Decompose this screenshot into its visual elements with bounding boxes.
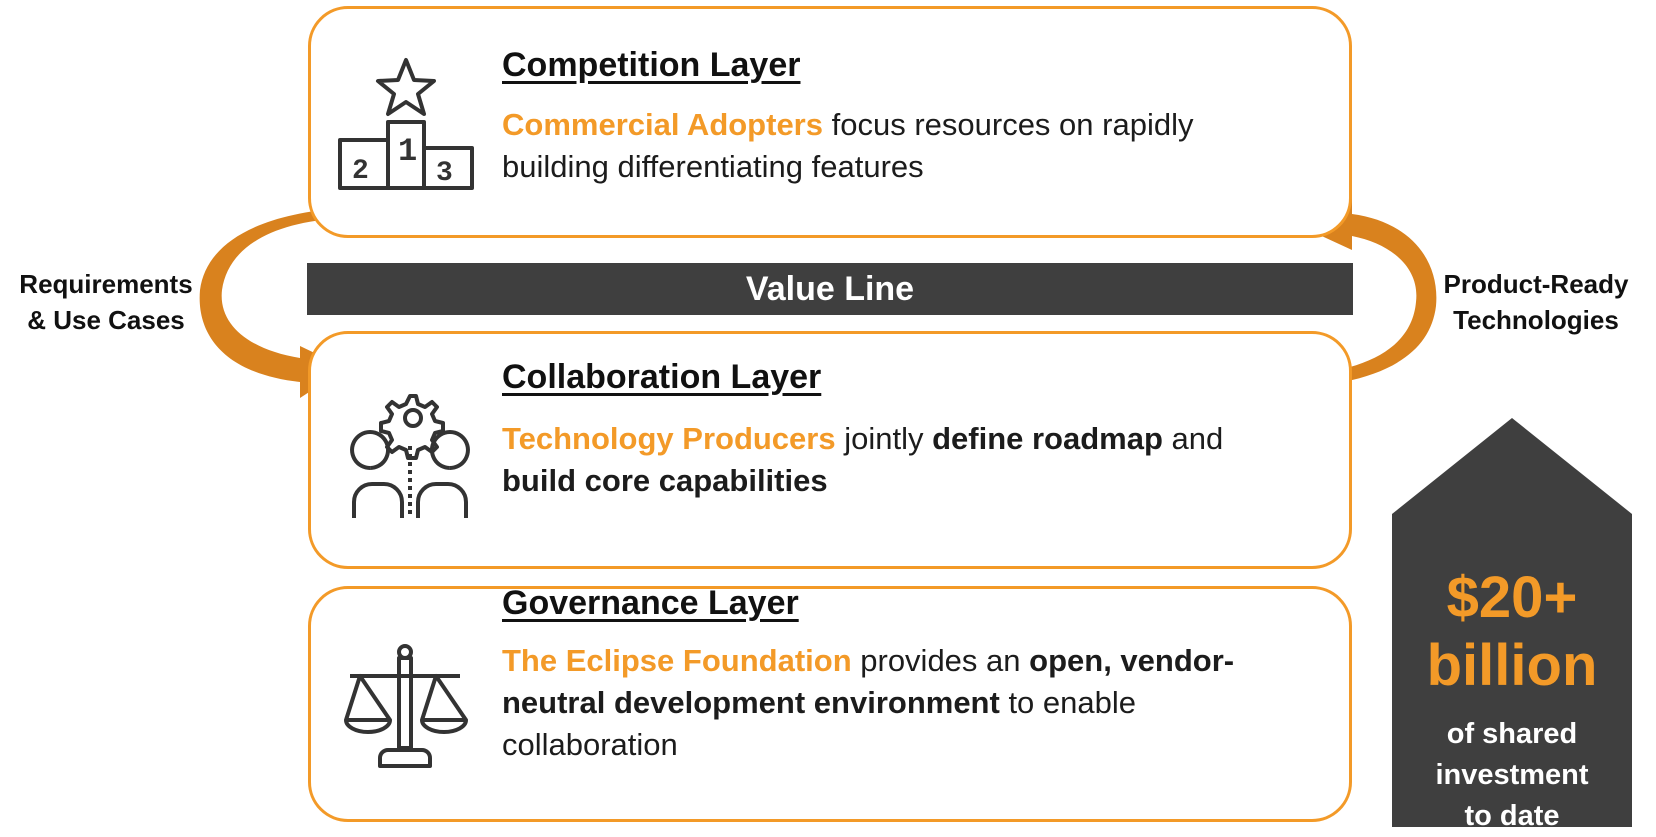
left-label-line2: & Use Cases [27, 305, 185, 335]
left-curved-arrow-icon [199, 208, 346, 398]
investment-subtitle: of shared investment to date [1392, 714, 1632, 837]
gov-text-1: provides an [851, 643, 1030, 678]
investment-callout: $20+ billion of shared investment to dat… [1392, 418, 1632, 832]
svg-text:2: 2 [352, 156, 369, 187]
right-label-line1: Product-Ready [1443, 269, 1629, 299]
commercial-adopters-label: Commercial Adopters [502, 107, 823, 142]
define-roadmap-text: define roadmap [932, 421, 1163, 456]
right-curved-arrow-icon [1290, 198, 1437, 388]
investment-amount: $20+ billion [1392, 564, 1632, 700]
sub-line1: of shared [1446, 718, 1578, 750]
value-line-bar: Value Line [307, 263, 1353, 315]
right-label-line2: Technologies [1453, 305, 1619, 335]
podium-icon: 1 2 3 [336, 56, 476, 196]
governance-layer-box [308, 586, 1352, 822]
left-label-line1: Requirements [19, 269, 193, 299]
competition-layer-title: Competition Layer [502, 46, 801, 84]
gov-text-2: to enable collaboration [502, 685, 1136, 762]
sub-line2: investment [1435, 759, 1589, 791]
requirements-use-cases-label: Requirements & Use Cases [6, 266, 206, 338]
people-gear-icon [350, 390, 470, 520]
build-core-capabilities-text: build core capabilities [502, 463, 828, 498]
up-arrow-shape [1392, 418, 1632, 827]
collaboration-layer-description: Technology Producers jointly define road… [502, 418, 1292, 502]
governance-layer-title: Governance Layer [502, 584, 799, 622]
svg-text:3: 3 [436, 158, 453, 189]
collab-text-2: and [1162, 421, 1224, 456]
sub-line3: to date [1464, 800, 1560, 832]
competition-layer-box [308, 6, 1352, 238]
competition-layer-description: Commercial Adopters focus resources on r… [502, 104, 1292, 188]
amount-line1: $20+ [1446, 565, 1578, 630]
collaboration-layer-title: Collaboration Layer [502, 358, 822, 396]
competition-text: focus resources on rapidly building diff… [502, 107, 1194, 184]
technology-producers-label: Technology Producers [502, 421, 836, 456]
open-vendor-neutral-text: open, vendor-neutral development environ… [502, 643, 1235, 720]
amount-line2: billion [1426, 633, 1598, 698]
governance-layer-description: The Eclipse Foundation provides an open,… [502, 640, 1292, 766]
scales-icon [340, 642, 470, 772]
collab-text-1: jointly [835, 421, 933, 456]
product-ready-technologies-label: Product-Ready Technologies [1418, 266, 1654, 338]
svg-text:1: 1 [398, 133, 417, 170]
collaboration-layer-box [308, 331, 1352, 569]
eclipse-foundation-label: The Eclipse Foundation [502, 643, 852, 678]
